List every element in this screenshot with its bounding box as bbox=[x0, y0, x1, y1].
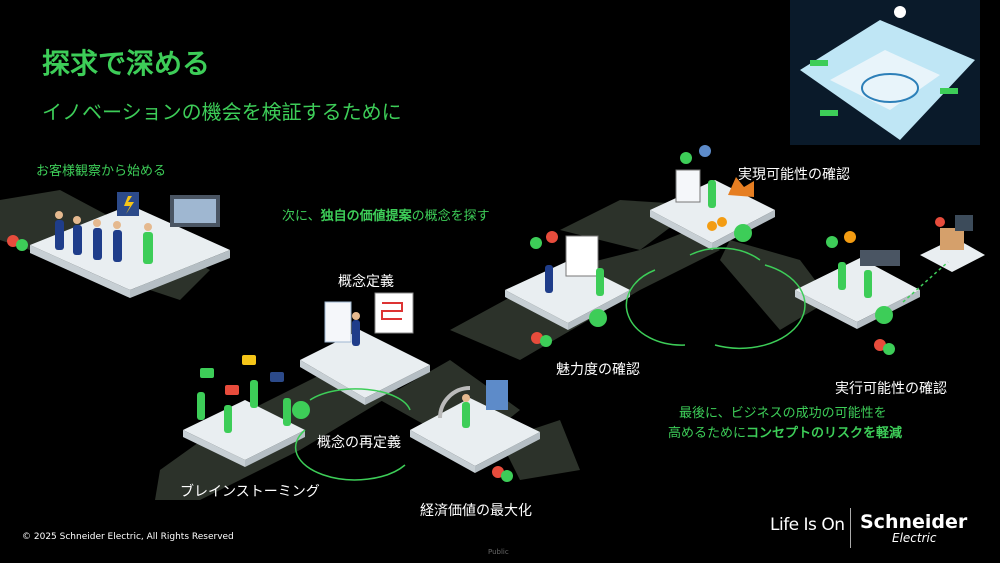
final-note-em: コンセプトのリスクを軽減 bbox=[746, 426, 903, 441]
dashed-link bbox=[902, 261, 949, 303]
step-viability: 実行可能性の確認 bbox=[835, 381, 947, 397]
final-note-prefix: 高めるために bbox=[668, 426, 747, 441]
final-note-line2: 高めるためにコンセプトのリスクを軽減 bbox=[668, 422, 902, 441]
cycle-arrow bbox=[689, 247, 761, 261]
platform-feasibility bbox=[650, 169, 775, 250]
platform-appeal bbox=[505, 235, 630, 330]
classification-label: Public bbox=[488, 548, 509, 556]
platform-brainstorming bbox=[183, 355, 305, 467]
brand-logo: Schneider bbox=[860, 511, 968, 533]
cycle-arrow bbox=[625, 269, 686, 346]
path-segment bbox=[720, 240, 830, 330]
tagline: Life Is On bbox=[770, 515, 845, 535]
step-redefine: 概念の再定義 bbox=[317, 435, 401, 451]
step-observe: お客様観察から始める bbox=[36, 164, 167, 179]
final-note-line1: 最後に、ビジネスの成功の可能性を bbox=[679, 406, 887, 421]
step-economic-value: 経済価値の最大化 bbox=[420, 503, 532, 519]
page-title: 探求で深める bbox=[42, 47, 211, 80]
step-appeal: 魅力度の確認 bbox=[556, 362, 640, 378]
footer-divider bbox=[850, 508, 851, 548]
step-explore-concept: 次に、独自の価値提案の概念を探す bbox=[282, 205, 490, 224]
cycle-arrow bbox=[309, 388, 411, 411]
platform-viability bbox=[795, 250, 920, 329]
overview-thumbnail bbox=[790, 0, 980, 145]
platform-delivery bbox=[920, 215, 985, 272]
cycle-arrow bbox=[714, 264, 806, 350]
platform-concept-definition bbox=[300, 292, 430, 405]
step-brainstorming: ブレインストーミング bbox=[180, 484, 320, 500]
step-explore-em: 独自の価値提案 bbox=[320, 209, 412, 224]
status-dots bbox=[7, 145, 945, 482]
step-explore-suffix: の概念を探す bbox=[411, 209, 490, 224]
step-explore-prefix: 次に、 bbox=[282, 209, 321, 224]
brand-logo-sub: Electric bbox=[892, 531, 937, 545]
platform-economic-value bbox=[410, 380, 540, 473]
copyright: © 2025 Schneider Electric, All Rights Re… bbox=[22, 532, 234, 542]
page-subtitle: イノベーションの機会を検証するために bbox=[42, 100, 402, 124]
step-concept-definition: 概念定義 bbox=[338, 274, 394, 290]
cycle-arrow bbox=[294, 429, 406, 481]
step-feasibility: 実現可能性の確認 bbox=[738, 167, 850, 183]
platform-observation bbox=[30, 192, 230, 298]
